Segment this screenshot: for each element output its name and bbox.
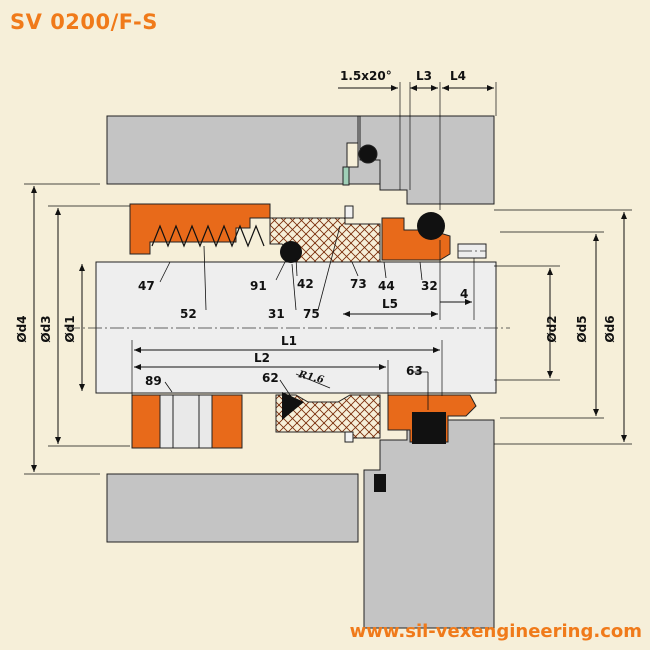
gland-top (359, 115, 495, 205)
label-4: 4 (460, 287, 468, 301)
part-47: 47 (138, 279, 155, 293)
oring-rotating-top (280, 241, 302, 263)
set-screw-89 (159, 394, 213, 449)
part-44: 44 (378, 279, 395, 293)
springs-top (151, 224, 265, 248)
part-42: 42 (297, 277, 314, 291)
retainer-clip-top (344, 205, 354, 219)
oring-seat-top (417, 212, 445, 240)
part-89: 89 (145, 374, 162, 388)
label-L1: L1 (281, 334, 297, 348)
wedge-62 (282, 392, 304, 420)
seal-strip-bottom (374, 474, 386, 492)
label-d5: Ød5 (575, 315, 589, 342)
drawing-title: SV 0200/F-S (10, 10, 158, 34)
part-91: 91 (250, 279, 267, 293)
housing-bottom (106, 473, 359, 543)
retainer-clip-bottom (344, 431, 354, 443)
top-dimensions (338, 82, 497, 320)
part-73: 73 (350, 277, 367, 291)
gland-bottom (363, 419, 495, 629)
rotating-face-bottom (275, 394, 381, 439)
seal-strip-top (342, 166, 350, 186)
rotating-sleeve-top (129, 203, 271, 255)
leaders (159, 225, 429, 410)
drive-collar-bottom (131, 394, 161, 449)
oring-seat-bottom (412, 412, 446, 444)
bottom-dimensions (131, 340, 443, 396)
label-d6: Ød6 (603, 315, 617, 342)
label-d2: Ød2 (545, 315, 559, 342)
part-63: 63 (406, 364, 423, 378)
left-diameters (24, 183, 130, 475)
part-31: 31 (268, 307, 285, 321)
label-d4: Ød4 (15, 315, 29, 342)
part-75: 75 (303, 307, 320, 321)
part-32: 32 (421, 279, 438, 293)
right-diameters (494, 209, 632, 445)
label-L3: L3 (416, 69, 432, 83)
oring-housing-top (358, 144, 378, 164)
label-d3: Ød3 (39, 315, 53, 342)
label-chamfer: 1.5x20° (340, 69, 392, 83)
drive-collar-right (211, 394, 243, 449)
label-L2: L2 (254, 351, 270, 365)
label-d1: Ød1 (63, 315, 77, 342)
label-L5: L5 (382, 297, 398, 311)
website-link[interactable]: www.sil-vexengineering.com (349, 621, 642, 642)
stationary-seat-top (381, 217, 451, 261)
label-L4: L4 (450, 69, 466, 83)
part-62: 62 (262, 371, 279, 385)
part-52: 52 (180, 307, 197, 321)
